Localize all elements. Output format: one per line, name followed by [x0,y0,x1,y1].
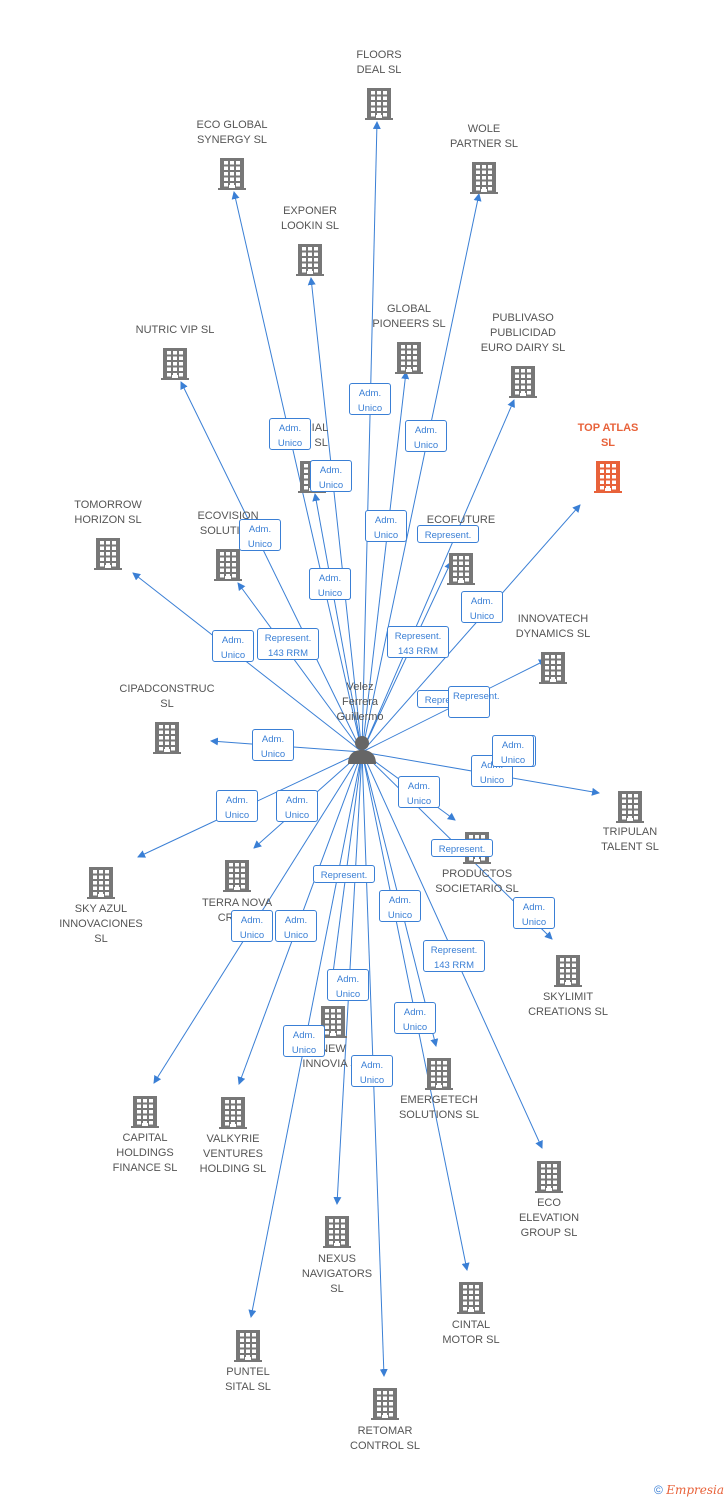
company-building-icon[interactable] [153,720,181,759]
company-building-icon[interactable] [470,160,498,199]
company-building-icon[interactable] [554,953,582,992]
relation-label[interactable]: Adm. Unico [513,897,555,929]
company-building-icon[interactable] [457,1280,485,1319]
company-label-terranova[interactable]: TERRA NOVA CREAC [201,897,273,924]
relation-label[interactable]: Adm. Unico [276,790,318,822]
relation-label[interactable]: Adm. Unico [351,1055,393,1087]
relation-label[interactable]: Adm. Unico [212,630,254,662]
company-building-icon[interactable] [234,1328,262,1367]
company-building-icon[interactable] [395,340,423,379]
company-building-icon[interactable] [218,156,246,195]
company-label-eco_elev[interactable]: ECO ELEVATION GROUP SL [518,1197,580,1239]
company-building-icon[interactable] [161,346,189,385]
relation-label[interactable]: Adm. Unico [216,790,258,822]
company-building-icon[interactable] [223,858,251,897]
company-building-icon[interactable] [616,789,644,828]
relation-label[interactable]: Adm. Unico [461,591,503,623]
edge-line-floors [361,121,381,753]
edge-line-ecovision [237,582,363,753]
company-label-puntel[interactable]: PUNTEL SITAL SL [225,1366,271,1393]
relation-label[interactable]: Adm. Unico [365,510,407,542]
edge-line-nutric [180,381,363,753]
company-label-skyazul[interactable]: SKY AZUL INNOVACIONES SL [59,903,143,945]
relation-label[interactable]: Adm. Unico [398,776,440,808]
company-building-icon[interactable] [371,1386,399,1425]
company-label-innovatech[interactable]: INNOVATECH DYNAMICS SL [515,613,591,640]
brand-logo-text[interactable]: Empresia [666,1483,724,1497]
company-building-icon[interactable] [447,551,475,590]
company-label-wole[interactable]: WOLE PARTNER SL [449,123,519,150]
company-building-icon[interactable] [535,1159,563,1198]
edge-line-publivaso [361,399,515,753]
company-label-ecoglobal[interactable]: ECO GLOBAL SYNERGY SL [196,119,268,146]
center-person-name: Velez Ferrera Guillermo [336,681,384,723]
person-icon[interactable] [347,734,377,764]
edge-line-comercial [312,493,363,753]
company-building-icon[interactable] [425,1056,453,1095]
company-building-icon[interactable] [214,547,242,586]
relation-label[interactable]: Adm. Unico [492,735,534,767]
copyright-icon: © [654,1483,663,1497]
company-label-floors[interactable]: FLOORS DEAL SL [356,49,402,76]
company-label-productos[interactable]: PRODUCTOS SOCIETARIO SL [435,868,519,895]
relation-label[interactable]: Adm. Unico [231,910,273,942]
edge-line-exponer [307,277,363,753]
company-label-cintal[interactable]: CINTAL MOTOR SL [442,1319,500,1346]
company-building-icon[interactable] [323,1214,351,1253]
relation-label[interactable]: Represent. 143 RRM [423,940,485,972]
company-building-icon[interactable] [131,1094,159,1133]
company-label-valkyrie[interactable]: VALKYRIE VENTURES HOLDING SL [199,1133,267,1175]
relation-label[interactable]: Adm. Unico [349,383,391,415]
relation-label[interactable]: Adm. Unico [327,969,369,1001]
company-label-nexus[interactable]: NEXUS NAVIGATORS SL [301,1253,373,1295]
company-label-skylimit[interactable]: SKYLIMIT CREATIONS SL [528,991,608,1018]
relation-label[interactable]: Represent. 143 RRM [387,626,449,658]
company-building-icon[interactable] [87,865,115,904]
relation-label[interactable]: Adm. Unico [310,460,352,492]
company-building-icon[interactable] [319,1004,347,1043]
company-label-nutric[interactable]: NUTRIC VIP SL [135,324,215,336]
company-label-publivaso[interactable]: PUBLIVASO PUBLICIDAD EURO DAIRY SL [480,312,566,354]
relation-label[interactable]: Represent. [431,839,493,857]
company-label-tomorrow[interactable]: TOMORROW HORIZON SL [74,499,142,526]
company-building-icon[interactable] [365,86,393,125]
edge-line-topatlas [361,504,581,753]
relation-label[interactable]: Represent. [313,865,375,883]
relation-label[interactable]: Represent. [448,686,499,718]
relation-label[interactable]: Adm. Unico [252,729,294,761]
company-building-icon[interactable] [539,650,567,689]
company-label-global[interactable]: GLOBAL PIONEERS SL [372,303,446,330]
relation-label[interactable]: Represent. 143 RRM [257,628,319,660]
edge-line-wole [361,193,482,753]
company-label-cipad[interactable]: CIPADCONSTRUC SL [119,683,215,710]
footer-credit: © Empresia [654,1483,724,1497]
relation-label[interactable]: Adm. Unico [275,910,317,942]
company-label-emergetech[interactable]: EMERGETECH SOLUTIONS SL [398,1094,480,1121]
edge-line-ecoglobal [231,191,363,753]
relation-label[interactable]: Adm. Unico [394,1002,436,1034]
company-label-exponer[interactable]: EXPONER LOOKIN SL [280,205,340,232]
company-label-retomar[interactable]: RETOMAR CONTROL SL [350,1425,420,1452]
relation-label[interactable]: Adm. Unico [309,568,351,600]
edge-line-tomorrow [132,572,363,753]
relation-label[interactable]: Adm. Unico [283,1025,325,1057]
company-label-tripulan[interactable]: TRIPULAN TALENT SL [601,826,659,853]
company-label-capital[interactable]: CAPITAL HOLDINGS FINANCE SL [112,1132,178,1174]
company-building-icon[interactable] [509,364,537,403]
company-building-icon[interactable] [219,1095,247,1134]
relation-label[interactable]: Adm. Unico [239,519,281,551]
relation-label[interactable]: Adm. Unico [269,418,311,450]
company-label-topatlas[interactable]: TOP ATLAS SL [577,422,639,449]
company-building-icon[interactable] [94,536,122,575]
relation-label[interactable]: Adm. Unico [379,890,421,922]
relation-label[interactable]: Represent. [417,525,479,543]
company-label-comercial[interactable]: RCIAL AC SL [295,422,329,449]
company-building-icon[interactable] [296,242,324,281]
edge-line-global [361,371,410,753]
company-building-icon[interactable] [594,459,622,498]
relation-label[interactable]: Adm. Unico [405,420,447,452]
